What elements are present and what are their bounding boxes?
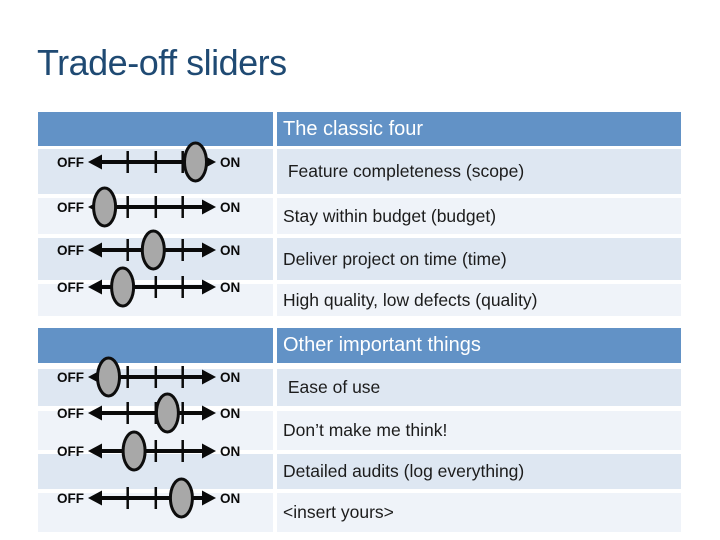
table-header-label: The classic four: [283, 117, 424, 140]
arrow-left-icon: [88, 154, 102, 170]
slider-off-label: OFF: [57, 200, 84, 215]
slider-knob[interactable]: [168, 477, 194, 519]
row-label: Detailed audits (log everything): [283, 461, 525, 481]
slider-knob[interactable]: [154, 392, 180, 434]
slider-on-label: ON: [220, 444, 240, 459]
table-header-row: Other important things: [38, 328, 681, 363]
arrow-right-icon: [202, 199, 216, 215]
table-row: Detailed audits (log everything): [38, 454, 681, 489]
slider-on-label: ON: [220, 406, 240, 421]
arrow-left-icon: [88, 490, 102, 506]
slider-off-label: OFF: [57, 155, 84, 170]
label-cell: <insert yours>: [277, 493, 681, 532]
label-cell: Ease of use: [277, 369, 681, 406]
row-label: Stay within budget (budget): [283, 205, 497, 226]
arrow-right-icon: [202, 279, 216, 295]
row-label: Ease of use: [283, 377, 381, 397]
header-cell-sliders: [38, 328, 273, 363]
slider-off-label: OFF: [57, 444, 84, 459]
label-cell: Feature completeness (scope): [277, 149, 681, 194]
row-label: Feature completeness (scope): [283, 161, 525, 181]
tradeoff-slider[interactable]: OFF ON: [55, 475, 250, 521]
slider-on-label: ON: [220, 155, 240, 170]
slider-knob[interactable]: [183, 141, 208, 183]
arrow-right-icon: [202, 369, 216, 385]
slider-off-label: OFF: [57, 243, 84, 258]
label-cell: Stay within budget (budget): [277, 198, 681, 234]
table-classic-four: The classic four Feature completeness (s…: [38, 112, 681, 316]
label-cell: High quality, low defects (quality): [277, 284, 681, 316]
table-header-label: Other important things: [283, 334, 481, 356]
row-label: High quality, low defects (quality): [283, 289, 538, 310]
slider-knob[interactable]: [110, 266, 136, 308]
label-cell: Detailed audits (log everything): [277, 454, 681, 489]
tradeoff-slider[interactable]: OFF ON: [55, 428, 250, 474]
slider-knob[interactable]: [140, 229, 166, 271]
arrow-left-icon: [88, 279, 102, 295]
arrow-right-icon: [202, 242, 216, 258]
slider-knob[interactable]: [92, 186, 118, 228]
tradeoff-slider[interactable]: OFF ON: [55, 139, 250, 185]
slider-off-label: OFF: [57, 491, 84, 506]
arrow-right-icon: [202, 490, 216, 506]
row-label: Deliver project on time (time): [283, 248, 507, 269]
slider-on-label: ON: [220, 243, 240, 258]
arrow-right-icon: [202, 405, 216, 421]
arrow-left-icon: [88, 443, 102, 459]
tradeoff-slider[interactable]: OFF ON: [55, 184, 250, 230]
table-other-important: Other important things Ease of use Don’t…: [38, 328, 681, 532]
header-cell-sliders: [38, 112, 273, 146]
slider-on-label: ON: [220, 200, 240, 215]
slider-on-label: ON: [220, 280, 240, 295]
tradeoff-slider[interactable]: OFF ON: [55, 354, 250, 400]
header-cell-title: The classic four: [277, 112, 681, 146]
page-title: Trade-off sliders: [37, 42, 287, 83]
tradeoff-slider[interactable]: OFF ON: [55, 390, 250, 436]
arrow-left-icon: [88, 405, 102, 421]
table-row: Feature completeness (scope): [38, 149, 681, 194]
slider-knob[interactable]: [96, 356, 121, 398]
header-cell-title: Other important things: [277, 328, 681, 363]
tradeoff-slider[interactable]: OFF ON: [55, 227, 250, 273]
slider-on-label: ON: [220, 491, 240, 506]
arrow-right-icon: [202, 443, 216, 459]
slider-off-label: OFF: [57, 370, 84, 385]
label-cell: Don’t make me think!: [277, 411, 681, 450]
table-header-row: The classic four: [38, 112, 681, 146]
slider-on-label: ON: [220, 370, 240, 385]
arrow-left-icon: [88, 242, 102, 258]
row-label: <insert yours>: [283, 502, 394, 522]
slider-off-label: OFF: [57, 280, 84, 295]
slider-off-label: OFF: [57, 406, 84, 421]
row-label: Don’t make me think!: [283, 420, 448, 440]
slider-knob[interactable]: [121, 430, 147, 472]
label-cell: Deliver project on time (time): [277, 238, 681, 280]
tradeoff-slider[interactable]: OFF ON: [55, 264, 250, 310]
